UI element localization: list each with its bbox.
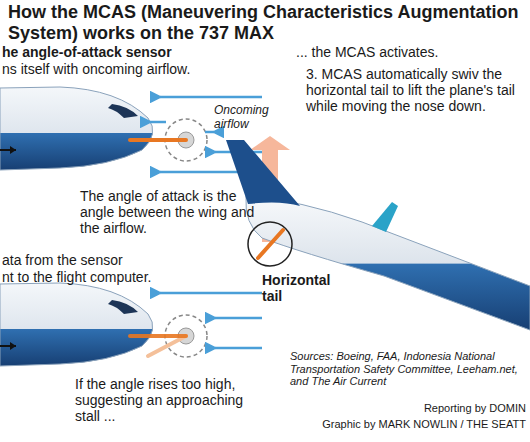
- step-text: 3. MCAS automatically swiv the horizonta…: [306, 66, 526, 114]
- credit: Graphic by MARK NOWLIN / THE SEATT: [300, 418, 526, 431]
- credit: Reporting by DOMIN: [300, 402, 526, 415]
- title: How the MCAS (Maneuvering Characteristic…: [8, 2, 524, 43]
- step-text: ns itself with oncoming airflow.: [2, 61, 302, 77]
- step-text: nt to the flight computer.: [2, 269, 232, 285]
- step-heading: he angle-of-attack sensor: [2, 44, 302, 60]
- step-text: ... the MCAS activates.: [296, 44, 526, 60]
- part-label: Horizontal tail: [262, 272, 342, 304]
- step-text: The angle of attack is the angle between…: [80, 188, 270, 236]
- step-text: If the angle rises too high, suggesting …: [75, 376, 255, 424]
- step-text: ata from the sensor: [2, 252, 232, 268]
- airflow-label: Oncoming airflow: [214, 104, 284, 132]
- source-note: Sources: Boeing, FAA, Indonesia National…: [290, 350, 526, 388]
